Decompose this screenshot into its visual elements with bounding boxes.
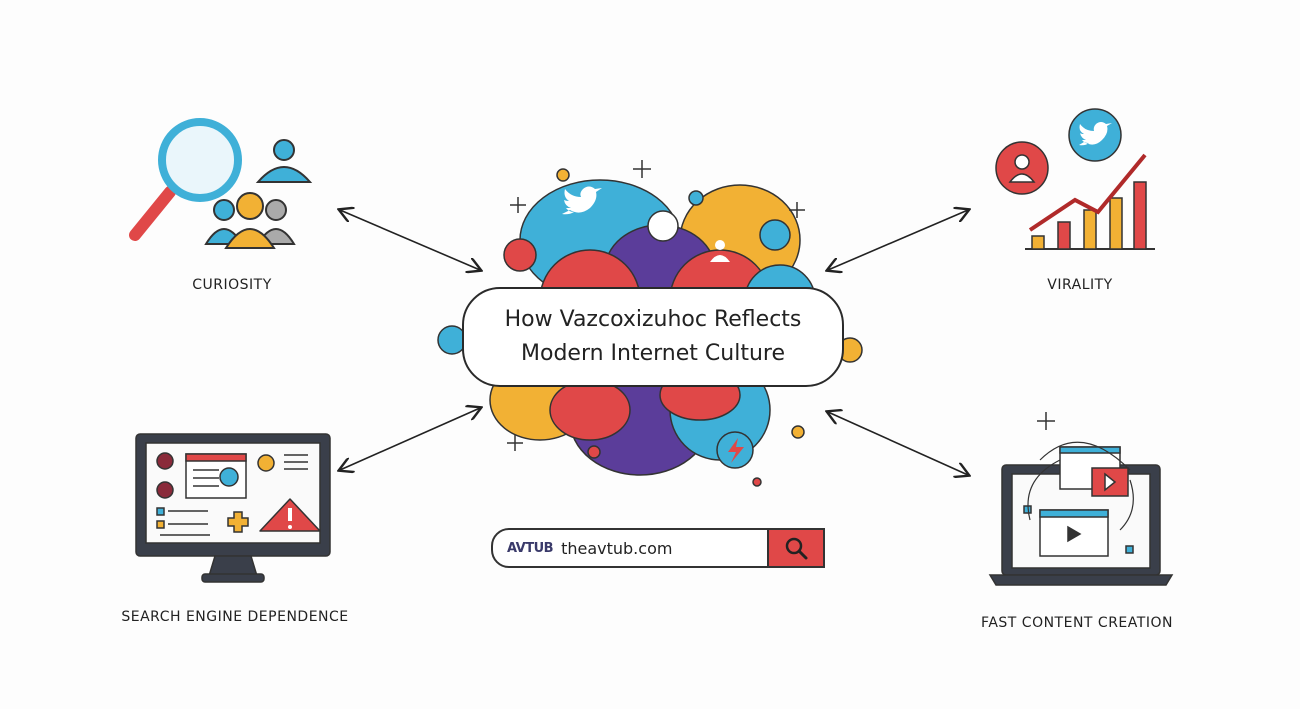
search-input-url[interactable]: theavtub.com: [561, 538, 673, 558]
search-icon: [785, 537, 808, 560]
arrow-search-engine: [340, 408, 480, 470]
arrow-virality: [828, 210, 968, 270]
sparkle-icons: [507, 160, 1055, 451]
arrow-fast-content: [828, 412, 968, 475]
laptop-video-icon: [988, 441, 1174, 586]
central-title: How Vazcoxizuhoc Reflects Modern Interne…: [462, 287, 844, 387]
magnifier-people-icon: [129, 118, 313, 249]
search-bar[interactable]: AVTUB theavtub.com: [491, 528, 825, 568]
search-button[interactable]: [767, 530, 823, 566]
twitter-icon: [562, 186, 602, 215]
title-line-1: How Vazcoxizuhoc Reflects: [504, 307, 802, 332]
label-fast-content-creation: FAST CONTENT CREATION: [981, 615, 1173, 631]
label-virality: VIRALITY: [1047, 277, 1113, 293]
avtub-logo: AVTUB: [507, 540, 554, 556]
arrow-curiosity: [340, 210, 480, 270]
computer-monitor-warning-icon: [135, 433, 331, 583]
label-search-engine-dependence: SEARCH ENGINE DEPENDENCE: [121, 609, 349, 625]
trending-chart-icon: [995, 108, 1155, 250]
title-line-2: Modern Internet Culture: [521, 341, 785, 366]
label-curiosity: CURIOSITY: [192, 277, 272, 293]
twitter-bubble-icon: [1079, 122, 1112, 146]
